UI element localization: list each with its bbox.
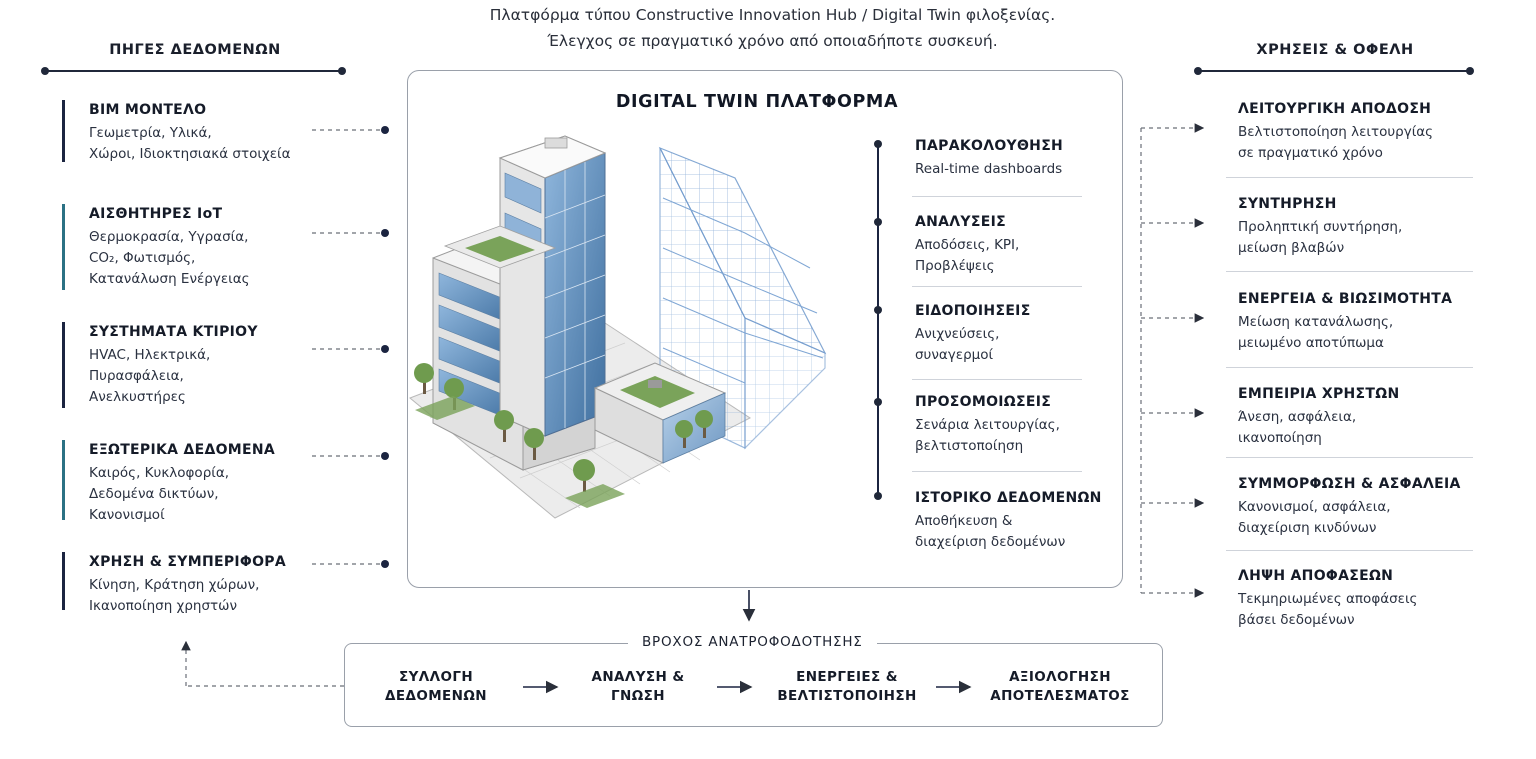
timeline-dot-icon <box>874 492 882 500</box>
source-desc: Γεωμετρία, Υλικά, Χώροι, Ιδιοκτησιακά στ… <box>89 125 291 162</box>
uses-heading-rule <box>1198 70 1470 72</box>
platform-title: DIGITAL TWIN ΠΛΑΤΦΟΡΜΑ <box>615 92 899 112</box>
function-title: ΠΑΡΑΚΟΛΟΥΘΗΣΗ <box>915 138 1064 154</box>
function-desc: Αποθήκευση & διαχείριση δεδομένων <box>915 513 1066 550</box>
use-desc: Βελτιστοποίηση λειτουργίας σε πραγματικό… <box>1238 124 1434 161</box>
use-operational: ΛΕΙΤΟΥΡΓΙΚΗ ΑΠΟΔΟΣΗ Βελτιστοποίηση λειτο… <box>1238 99 1478 164</box>
use-maintenance: ΣΥΝΤΗΡΗΣΗ Προληπτική συντήρηση, μείωση β… <box>1238 194 1478 259</box>
timeline-dot-icon <box>874 306 882 314</box>
use-user-experience: ΕΜΠΕΙΡΙΑ ΧΡΗΣΤΩΝ Άνεση, ασφάλεια, ικανοπ… <box>1238 384 1478 449</box>
source-title: ΣΥΣΤΗΜΑΤΑ ΚΤΙΡΙΟΥ <box>89 324 258 340</box>
function-separator <box>912 471 1082 472</box>
connector-dot-icon <box>381 229 389 237</box>
use-compliance: ΣΥΜΜΟΡΦΩΣΗ & ΑΣΦΑΛΕΙΑ Κανονισμοί, ασφάλε… <box>1238 474 1478 539</box>
function-timeline <box>877 143 879 497</box>
use-desc: Κανονισμοί, ασφάλεια, διαχείριση κινδύνω… <box>1238 499 1391 536</box>
function-separator <box>912 196 1082 197</box>
function-desc: Σενάρια λειτουργίας, βελτιστοποίηση <box>915 417 1060 454</box>
source-title: ΕΞΩΤΕΡΙΚΑ ΔΕΔΟΜΕΝΑ <box>89 442 276 458</box>
function-separator <box>912 286 1082 287</box>
rule-dot-icon <box>1194 67 1202 75</box>
source-desc: HVAC, Ηλεκτρικά, Πυρασφάλεια, Ανελκυστήρ… <box>89 347 211 405</box>
loop-step-act: ΕΝΕΡΓΕΙΕΣ & ΒΕΛΤΙΣΤΟΠΟΙΗΣΗ <box>777 669 917 704</box>
use-title: ΛΕΙΤΟΥΡΓΙΚΗ ΑΠΟΔΟΣΗ <box>1238 101 1432 117</box>
rule-dot-icon <box>1466 67 1474 75</box>
feedback-loop-title: ΒΡΟΧΟΣ ΑΝΑΤΡΟΦΟΔΟΤΗΣΗΣ <box>628 634 877 650</box>
function-history: ΙΣΤΟΡΙΚΟ ΔΕΔΟΜΕΝΩΝ Αποθήκευση & διαχείρι… <box>915 488 1105 553</box>
platform-panel <box>407 70 1123 588</box>
rule-dot-icon <box>338 67 346 75</box>
timeline-dot-icon <box>874 398 882 406</box>
use-title: ΣΥΜΜΟΡΦΩΣΗ & ΑΣΦΑΛΕΙΑ <box>1238 476 1461 492</box>
use-separator <box>1226 271 1473 272</box>
loop-step-collect: ΣΥΛΛΟΓΗ ΔΕΔΟΜΕΝΩΝ <box>385 669 487 704</box>
use-title: ΕΝΕΡΓΕΙΑ & ΒΙΩΣΙΜΟΤΗΤΑ <box>1238 291 1453 307</box>
function-analytics: ΑΝΑΛΥΣΕΙΣ Αποδόσεις, KPI, Προβλέψεις <box>915 212 1105 277</box>
function-title: ΠΡΟΣΟΜΟΙΩΣΕΙΣ <box>915 394 1052 410</box>
source-building-systems: ΣΥΣΤΗΜΑΤΑ ΚΤΙΡΙΟΥ HVAC, Ηλεκτρικά, Πυρασ… <box>62 322 312 408</box>
function-monitoring: ΠΑΡΑΚΟΛΟΥΘΗΣΗ Real-time dashboards <box>915 136 1105 180</box>
use-desc: Μείωση κατανάλωσης, μειωμένο αποτύπωμα <box>1238 314 1394 351</box>
connector-dot-icon <box>381 345 389 353</box>
use-separator <box>1226 177 1473 178</box>
source-external: ΕΞΩΤΕΡΙΚΑ ΔΕΔΟΜΕΝΑ Καιρός, Κυκλοφορία, Δ… <box>62 440 312 523</box>
use-energy: ΕΝΕΡΓΕΙΑ & ΒΙΩΣΙΜΟΤΗΤΑ Μείωση κατανάλωση… <box>1238 289 1478 354</box>
source-title: ΑΙΣΘΗΤΗΡΕΣ IoT <box>89 206 223 222</box>
source-title: BIM ΜΟΝΤΕΛΟ <box>89 102 207 118</box>
timeline-dot-icon <box>874 140 882 148</box>
use-title: ΣΥΝΤΗΡΗΣΗ <box>1238 196 1337 212</box>
source-usage: ΧΡΗΣΗ & ΣΥΜΠΕΡΙΦΟΡΑ Κίνηση, Κράτηση χώρω… <box>62 552 312 614</box>
source-desc: Καιρός, Κυκλοφορία, Δεδομένα δικτύων, Κα… <box>89 465 230 523</box>
rule-dot-icon <box>41 67 49 75</box>
function-separator <box>912 379 1082 380</box>
use-decision-making: ΛΗΨΗ ΑΠΟΦΑΣΕΩΝ Τεκμηριωμένες αποφάσεις β… <box>1238 566 1478 631</box>
sources-heading: ΠΗΓΕΣ ΔΕΔΟΜΕΝΩΝ <box>109 42 281 58</box>
use-separator <box>1226 367 1473 368</box>
sources-heading-rule <box>45 70 342 72</box>
building-illustration <box>409 135 827 519</box>
function-desc: Ανιχνεύσεις, συναγερμοί <box>915 326 1000 363</box>
use-separator <box>1226 550 1473 551</box>
function-desc: Αποδόσεις, KPI, Προβλέψεις <box>915 237 1020 274</box>
connector-dot-icon <box>381 560 389 568</box>
source-bim: BIM ΜΟΝΤΕΛΟ Γεωμετρία, Υλικά, Χώροι, Ιδι… <box>62 100 312 162</box>
function-simulations: ΠΡΟΣΟΜΟΙΩΣΕΙΣ Σενάρια λειτουργίας, βελτι… <box>915 392 1105 457</box>
use-title: ΛΗΨΗ ΑΠΟΦΑΣΕΩΝ <box>1238 568 1394 584</box>
function-title: ΕΙΔΟΠΟΙΗΣΕΙΣ <box>915 303 1031 319</box>
connector-dot-icon <box>381 452 389 460</box>
connector-dot-icon <box>381 126 389 134</box>
loop-step-evaluate: ΑΞΙΟΛΟΓΗΣΗ ΑΠΟΤΕΛΕΣΜΑΤΟΣ <box>990 669 1130 704</box>
function-title: ΑΝΑΛΥΣΕΙΣ <box>915 214 1006 230</box>
function-desc: Real-time dashboards <box>915 161 1063 177</box>
use-desc: Άνεση, ασφάλεια, ικανοποίηση <box>1238 409 1357 446</box>
timeline-dot-icon <box>874 218 882 226</box>
function-alerts: ΕΙΔΟΠΟΙΗΣΕΙΣ Ανιχνεύσεις, συναγερμοί <box>915 301 1105 366</box>
intro-line-1: Πλατφόρμα τύπου Constructive Innovation … <box>489 6 1056 24</box>
function-title: ΙΣΤΟΡΙΚΟ ΔΕΔΟΜΕΝΩΝ <box>915 490 1102 506</box>
use-desc: Προληπτική συντήρηση, μείωση βλαβών <box>1238 219 1403 256</box>
source-iot: ΑΙΣΘΗΤΗΡΕΣ IoT Θερμοκρασία, Υγρασία, CO₂… <box>62 204 312 290</box>
source-title: ΧΡΗΣΗ & ΣΥΜΠΕΡΙΦΟΡΑ <box>89 554 286 570</box>
use-title: ΕΜΠΕΙΡΙΑ ΧΡΗΣΤΩΝ <box>1238 386 1400 402</box>
use-desc: Τεκμηριωμένες αποφάσεις βάσει δεδομένων <box>1238 591 1418 628</box>
use-separator <box>1226 457 1473 458</box>
source-desc: Θερμοκρασία, Υγρασία, CO₂, Φωτισμός, Κατ… <box>89 229 250 287</box>
uses-heading: ΧΡΗΣΕΙΣ & ΟΦΕΛΗ <box>1256 42 1414 58</box>
source-desc: Κίνηση, Κράτηση χώρων, Ικανοποίηση χρηστ… <box>89 577 260 614</box>
loop-step-analyze: ΑΝΑΛΥΣΗ & ΓΝΩΣΗ <box>591 669 685 704</box>
intro-line-2: Έλεγχος σε πραγματικό χρόνο από οποιαδήπ… <box>547 32 998 50</box>
